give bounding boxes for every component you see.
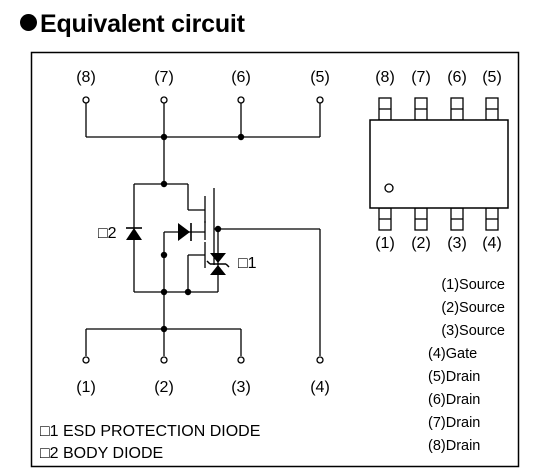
section-heading: Equivalent circuit [20,10,245,39]
mosfet-body-arrow [178,223,190,241]
schematic-pin-5-label: (5) [310,69,330,86]
pin-function-item: (2)Source [441,300,505,316]
package-lead-bands [379,108,498,220]
heading-text: Equivalent circuit [40,10,245,38]
schematic-pin-1-label: (1) [76,379,96,396]
package-pin-8-label: (8) [375,69,395,86]
terminal-circles [82,96,324,364]
schematic-pin-4-label: (4) [310,379,330,396]
package-pin-1-label: (1) [375,235,395,252]
pin-function-item: (7)Drain [428,415,480,431]
body-diode-symbol [126,227,142,240]
junction-dots [160,133,245,333]
package-pin-5-label: (5) [482,69,502,86]
package-pin-6-label: (6) [447,69,467,86]
pin-function-item: (1)Source [441,277,505,293]
note-body-diode: □2 BODY DIODE [40,445,163,462]
pin-function-item: (3)Source [441,323,505,339]
pin-function-item: (4)Gate [428,346,477,362]
schematic-pin-7-label: (7) [154,69,174,86]
package-outline: (8) (7) (6) (5) (1) (2) (3) [369,69,509,252]
package-pin-2-label: (2) [411,235,431,252]
body-diode-tag: □2 [98,225,117,242]
schematic-pin-6-label: (6) [231,69,251,86]
esd-diode-tag: □1 [238,255,257,272]
note-esd-diode: □1 ESD PROTECTION DIODE [40,423,260,440]
schematic-pin-3-label: (3) [231,379,251,396]
esd-diode-symbol [206,253,230,275]
figure-frame [30,51,520,468]
package-body [369,119,509,209]
bullet-dot [20,14,37,31]
pin-function-item: (6)Drain [428,392,480,408]
pin-function-item: (5)Drain [428,369,480,385]
package-pin-4-label: (4) [482,235,502,252]
schematic-pin-8-label: (8) [76,69,96,86]
pin-function-list: (1)Source (2)Source (3)Source (4)Gate (5… [428,277,505,454]
package-pin-3-label: (3) [447,235,467,252]
pin-function-item: (8)Drain [428,438,480,454]
schematic-pin-2-label: (2) [154,379,174,396]
pin1-marker [384,183,394,193]
package-pin-7-label: (7) [411,69,431,86]
circuit-wiring [85,103,321,356]
